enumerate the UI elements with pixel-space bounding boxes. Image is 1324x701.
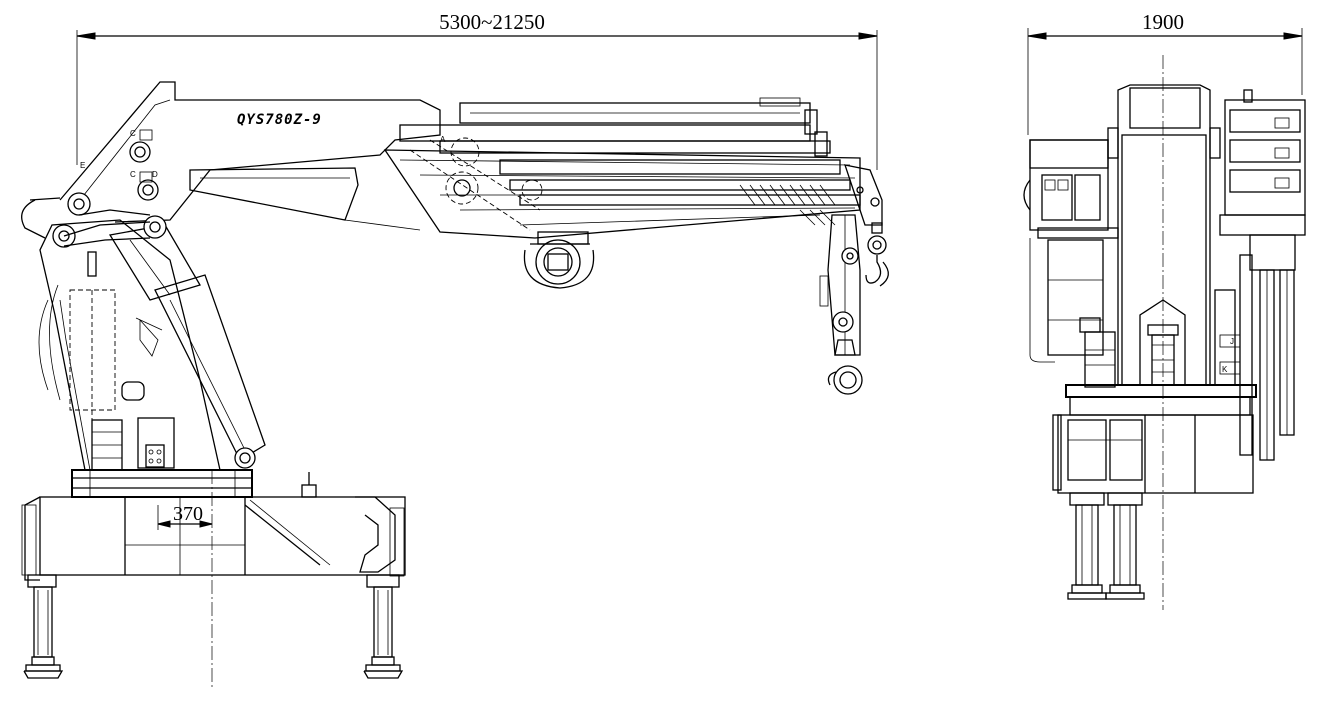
- model-label: QYS780Z-9: [237, 112, 322, 128]
- rear-boom-box: [1107, 84, 1221, 386]
- slewing-ring: [71, 469, 317, 498]
- marker-j: J: [1230, 337, 1234, 346]
- rear-outrigger-legs: [1067, 492, 1145, 600]
- inner-boom: QYS780Z-9 C C D E: [21, 81, 441, 248]
- base-frame: [21, 496, 406, 581]
- rear-side-booms: J K: [1214, 89, 1306, 461]
- offset-dimension-label: 370: [173, 503, 203, 525]
- width-dimension: 1900: [1027, 10, 1303, 135]
- marker-k: K: [1222, 365, 1228, 374]
- outrigger-leg-left: [23, 574, 64, 679]
- outer-telescopic-boom: A: [383, 97, 883, 239]
- outer-boom-cylinder: [189, 167, 421, 231]
- hatched-section: [739, 184, 836, 226]
- rear-view: J K: [1023, 55, 1306, 610]
- reach-dimension-label: 5300~21250: [439, 10, 545, 34]
- outrigger-leg-right: [363, 574, 404, 679]
- marker-a: A: [440, 135, 446, 144]
- pin-upper: [129, 141, 151, 163]
- rear-base: [1052, 384, 1257, 494]
- marker-c-lower: C: [130, 170, 136, 179]
- main-hook: [819, 214, 863, 395]
- reach-dimension: 5300~21250: [76, 10, 878, 170]
- rear-control-block: [1023, 139, 1119, 388]
- main-lift-cylinder: [108, 224, 266, 469]
- column: [38, 219, 221, 471]
- marker-c-upper: C: [130, 129, 136, 138]
- marker-d: D: [152, 170, 158, 179]
- side-view: 370: [21, 81, 889, 688]
- offset-dimension: 370: [157, 503, 213, 530]
- width-dimension-label: 1900: [1142, 10, 1184, 34]
- winch-drum: [523, 231, 595, 289]
- tip-hook: [865, 222, 889, 287]
- marker-e: E: [80, 161, 85, 170]
